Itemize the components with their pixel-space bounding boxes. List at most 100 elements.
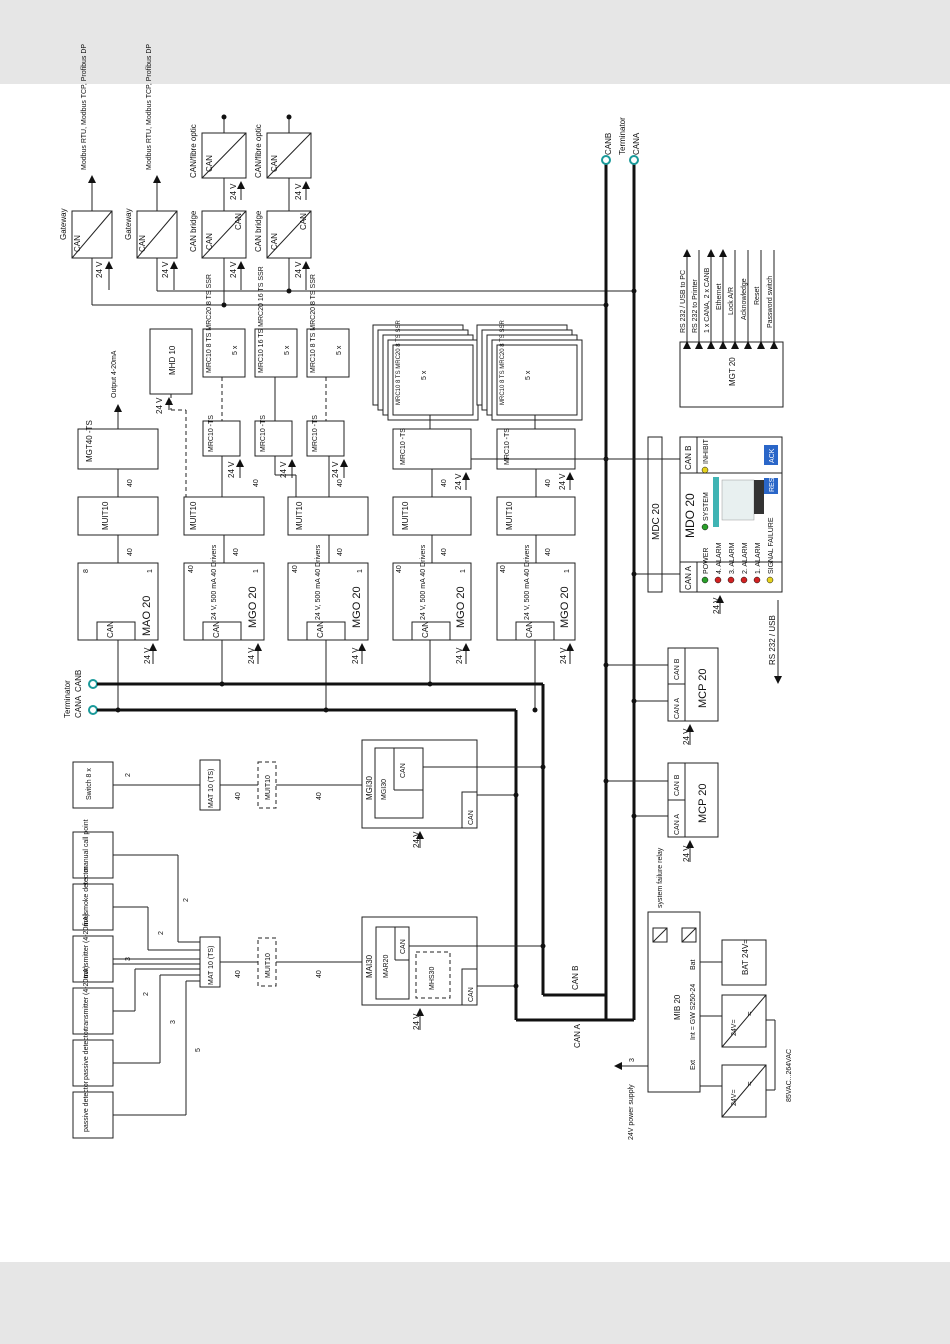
mao-can: CAN: [106, 621, 115, 638]
mgt-ethernet: Ethernet: [716, 283, 723, 310]
mai30-box: MAI30 MAR20 CAN MHS30 CAN 24 V: [361, 916, 478, 1030]
switch-2: 2: [125, 773, 132, 777]
mdo-alarm1: 1. ALARM: [755, 542, 762, 574]
mgt-password: Password switch: [767, 276, 774, 328]
mgi30-can-1: CAN: [400, 763, 407, 778]
top-band: [0, 0, 950, 84]
diagram-sheet: [0, 84, 950, 1262]
mrc-stack-1: MRC10 8 TS MRC20 8 TS SSR 5 x MRC10 -TS …: [372, 320, 479, 490]
wire-2c: 2: [143, 992, 150, 996]
muit1-40-top: 40: [127, 479, 134, 487]
mdo-alarm4: 4. ALARM: [716, 542, 723, 574]
mgo2-24v: 24 V: [351, 647, 360, 664]
mdo-cana: CAN A: [684, 565, 693, 590]
muit2-40-top: 40: [253, 479, 260, 487]
switch-label: Switch 8 x: [86, 768, 93, 800]
muit10-1: MUIT10: [101, 501, 110, 530]
mao-label: MAO 20: [141, 596, 153, 636]
mrc-ssr3-5x: 5 x: [336, 345, 343, 355]
mgi30-label: MGI30: [365, 775, 374, 800]
muit10-3: MUIT10: [295, 501, 304, 530]
muit4-40-top: 40: [441, 479, 448, 487]
mrc-ssr1-label: MRC10 8 TS MRC20 8 TS SSR: [206, 274, 213, 373]
mrc-stack1-5x: 5 x: [421, 370, 428, 380]
mgt-can: 1 x CANA, 2 x CANB: [704, 267, 711, 333]
mrc-ssr1-5x: 5 x: [232, 345, 239, 355]
mrc-ssr3-label: MRC10 8 TS MRC20 8 TS SSR: [310, 274, 317, 373]
mcp2-label: MCP 20: [697, 783, 709, 823]
mgo3-24v: 24 V: [455, 647, 464, 664]
mgt40-output-label: Output 4-20mA: [111, 350, 118, 398]
gateway-24v-label: 24 V: [95, 261, 104, 278]
mgt-lock: Lock A/R: [728, 287, 735, 315]
mrc-stack1-ts: MRC10 -TS: [400, 428, 407, 465]
mib-supply: 24V power supply: [628, 1084, 635, 1140]
mgi30-box: MGI30 MGI30 CAN CAN 24 V: [361, 739, 478, 848]
muit3-40-top: 40: [337, 479, 344, 487]
mgt40-box: MGT40 -TS Output 4-20mA: [77, 350, 187, 497]
mai30-can-1: CAN: [400, 939, 407, 954]
mgo1-1: 1: [253, 569, 260, 573]
mib-sysfail: system failure relay: [657, 847, 664, 908]
bridge2-24v: 24 V: [294, 261, 303, 278]
mgo3-40: 40: [396, 565, 403, 573]
mdo-24v: 24 V: [712, 597, 721, 614]
gateway2-24v-label: 24 V: [161, 261, 170, 278]
mgt-acknowledge: Acknowledge: [741, 278, 748, 320]
mar20-label: MAR20: [383, 955, 390, 978]
mgo1-40: 40: [188, 565, 195, 573]
sensor-firesmoke: fire/smoke detector: [83, 866, 90, 926]
mdo-power: POWER: [703, 548, 710, 574]
mrc-stack1-24v: 24 V: [454, 473, 463, 490]
mgo3-1: 1: [460, 569, 467, 573]
mhd10-label: MHD 10: [168, 345, 177, 375]
sensor-boxes: manual call point fire/smoke detector tr…: [72, 819, 114, 1139]
mrc10ts-1: MRC10 -TS: [208, 415, 215, 452]
mcp2-24v: 24 V: [682, 845, 691, 862]
mgo3-can: CAN: [421, 621, 430, 638]
mat10-bot-label: MAT 10 (TS): [208, 946, 215, 985]
mrc-stack2-24v: 24 V: [558, 473, 567, 490]
ack-button[interactable]: ACK: [769, 448, 776, 463]
mgi30-can-2: CAN: [468, 810, 475, 825]
gateway2-label: Gateway: [124, 208, 133, 240]
sensor-manual: manual call point: [83, 819, 90, 872]
fibre2-24v: 24 V: [294, 183, 303, 200]
mcp2-canb: CAN B: [674, 774, 681, 796]
mgt20-label: MGT 20: [728, 357, 737, 386]
fibre1-24v: 24 V: [229, 183, 238, 200]
res-button[interactable]: RES: [769, 477, 776, 492]
gateway-block-1: CAN Gateway 24 V Modbus RTU, Modbus TCP,…: [59, 44, 113, 305]
mgo20-boxes: CAN MGO 20 24 V, 500 mA 40 Drivers 40 1 …: [183, 544, 576, 664]
mgt20-box: MGT 20 RS 232 / USB to PC RS 232 to Prin…: [679, 249, 784, 408]
switch-box: Switch 8 x 2: [72, 761, 200, 809]
bridge2-can-a: CAN: [270, 233, 279, 250]
mgo1-24v: 24 V: [247, 647, 256, 664]
wire-3a: 3: [125, 957, 132, 961]
psu-ext-out: 24V=: [731, 1089, 738, 1106]
mgo4-drivers: 24 V, 500 mA 40 Drivers: [524, 544, 531, 620]
mib20-label: MIB 20: [673, 994, 682, 1020]
mib-bat: Bat: [690, 959, 697, 970]
mains-label: 85VAC...264VAC: [786, 1049, 793, 1102]
muit4-40-bot: 40: [441, 548, 448, 556]
mao-8: 8: [83, 569, 90, 573]
mgo1-can: CAN: [212, 621, 221, 638]
mrc3-24v: 24 V: [331, 461, 340, 478]
sensor-passive1: passive detector: [83, 1028, 90, 1080]
mgo1-drivers: 24 V, 500 mA 40 Drivers: [211, 544, 218, 620]
mgo4-1: 1: [564, 569, 571, 573]
bridge1-can-a: CAN: [205, 233, 214, 250]
cable-cana-label: CAN A: [573, 1023, 582, 1048]
mai30-24v: 24 V: [412, 1013, 421, 1030]
mdo-canb: CAN B: [684, 446, 693, 470]
sensor-passive2: passive detector: [83, 1080, 90, 1132]
mdc20-panel: MDC 20 CAN A CAN B MDO 20 POWER SYSTEM I…: [647, 436, 783, 684]
left-canb-label: CANB: [74, 670, 83, 692]
mdo-rs232: RS 232 / USB: [768, 615, 777, 665]
mgo4-can: CAN: [525, 621, 534, 638]
gateway-label: Gateway: [59, 208, 68, 240]
mat-bot-40a: 40: [235, 970, 242, 978]
mrc-ssr2-5x: 5 x: [284, 345, 291, 355]
